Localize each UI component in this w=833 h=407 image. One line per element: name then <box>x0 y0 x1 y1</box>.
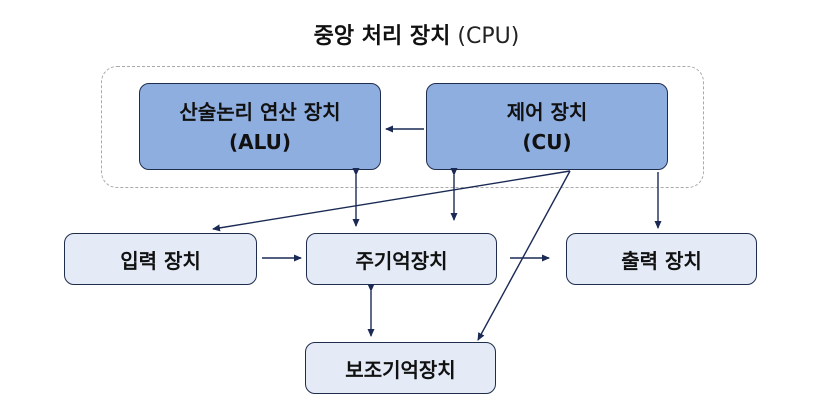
cu-box: 제어 장치 (CU) <box>426 83 668 170</box>
cpu-frame <box>101 66 704 188</box>
alu-box: 산술논리 연산 장치 (ALU) <box>139 83 381 170</box>
aux-memory-box: 보조기억장치 <box>305 342 496 394</box>
arrow-cu-to-input <box>212 170 571 232</box>
cu-label-line2: (CU) <box>522 129 572 154</box>
alu-label-line2: (ALU) <box>228 129 292 154</box>
aux-memory-label: 보조기억장치 <box>345 357 456 382</box>
arrow-cu-to-aux-memory <box>477 170 571 341</box>
diagram-title: 중앙 처리 장치 (CPU) <box>0 22 833 52</box>
input-device-label: 입력 장치 <box>120 248 201 273</box>
input-device-box: 입력 장치 <box>64 233 257 285</box>
main-memory-label: 주기억장치 <box>355 248 448 273</box>
cu-label-line1: 제어 장치 <box>506 99 588 124</box>
title-main: 중앙 처리 장치 <box>313 24 451 49</box>
alu-label-line1: 산술논리 연산 장치 <box>179 99 341 124</box>
output-device-box: 출력 장치 <box>566 233 757 285</box>
main-memory-box: 주기억장치 <box>306 233 497 285</box>
output-device-label: 출력 장치 <box>621 248 702 273</box>
title-sub: (CPU) <box>457 24 520 49</box>
